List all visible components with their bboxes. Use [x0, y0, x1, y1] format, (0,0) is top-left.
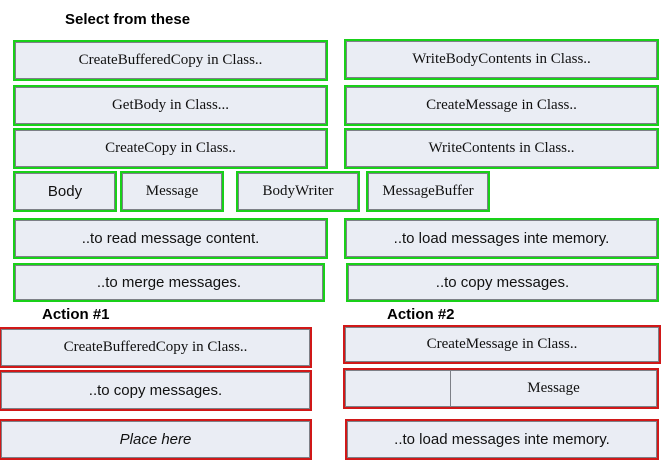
action-2-label: Action #2 — [387, 306, 455, 323]
option-write-body-contents[interactable]: WriteBodyContents in Class.. — [344, 39, 659, 80]
option-message[interactable]: Message — [120, 171, 224, 212]
action-2-purpose-slot[interactable]: ..to load messages inte memory. — [345, 419, 659, 460]
action-2-class-slot[interactable]: Message — [343, 368, 659, 409]
option-load-memory[interactable]: ..to load messages inte memory. — [344, 218, 659, 259]
action-1-label: Action #1 — [42, 306, 110, 323]
option-message-buffer[interactable]: MessageBuffer — [366, 171, 490, 212]
option-body-writer[interactable]: BodyWriter — [236, 171, 360, 212]
action-1-method-slot[interactable]: CreateBufferedCopy in Class.. — [0, 327, 312, 368]
action-2-class-value: Message — [527, 380, 580, 396]
option-create-message[interactable]: CreateMessage in Class.. — [344, 85, 659, 126]
empty-slot-segment — [346, 371, 451, 406]
option-create-copy[interactable]: CreateCopy in Class.. — [13, 128, 328, 169]
action-1-purpose-slot[interactable]: Place here — [0, 419, 312, 460]
action-2-method-slot[interactable]: CreateMessage in Class.. — [343, 325, 661, 364]
option-get-body[interactable]: GetBody in Class... — [13, 85, 328, 126]
option-create-buffered-copy[interactable]: CreateBufferedCopy in Class.. — [13, 40, 328, 81]
option-read-content[interactable]: ..to read message content. — [13, 218, 328, 259]
page-title: Select from these — [65, 11, 191, 28]
option-merge[interactable]: ..to merge messages. — [13, 263, 325, 302]
option-write-contents[interactable]: WriteContents in Class.. — [344, 128, 659, 169]
option-copy[interactable]: ..to copy messages. — [346, 263, 659, 302]
action-1-class-slot[interactable]: ..to copy messages. — [0, 370, 312, 411]
option-body[interactable]: Body — [13, 171, 117, 212]
